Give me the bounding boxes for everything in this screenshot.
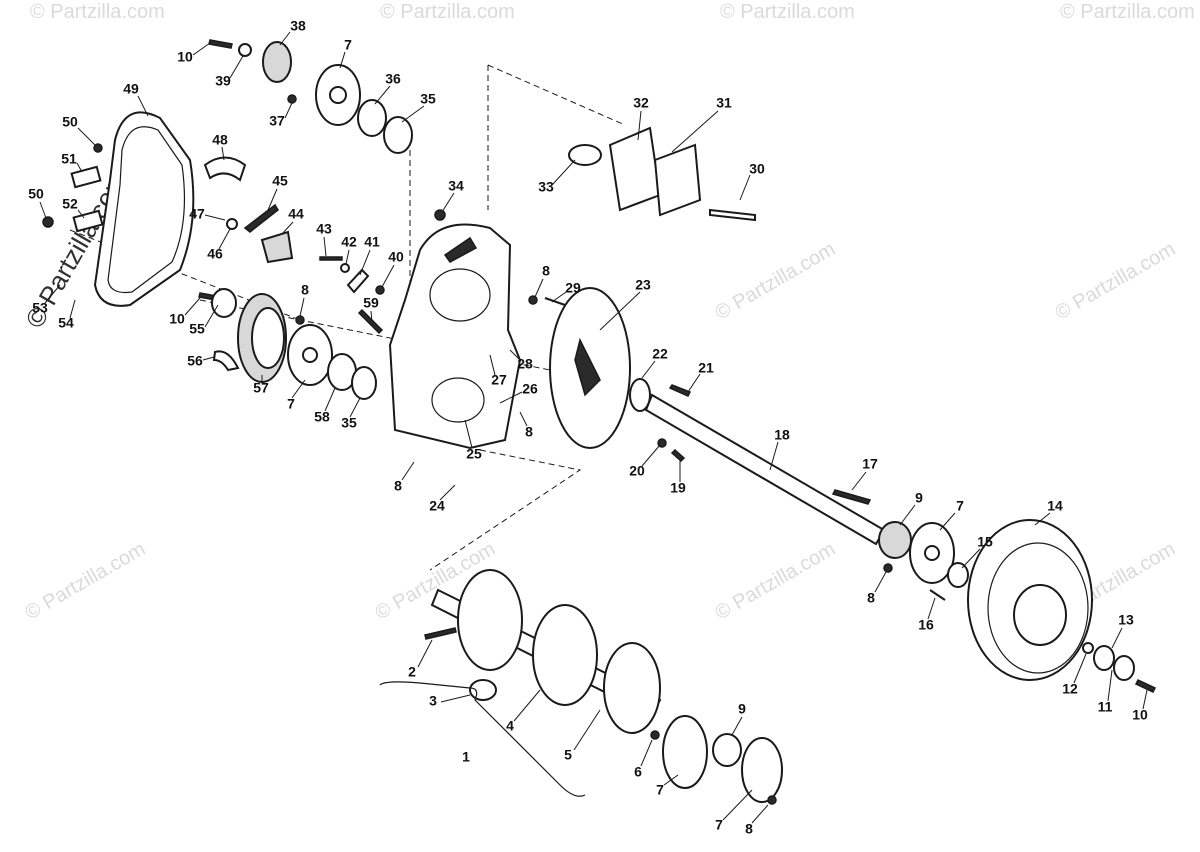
callout-label: 37	[269, 113, 285, 129]
callout-label: 32	[633, 95, 649, 111]
callout-label: 53	[32, 300, 48, 316]
watermark-text: © Partzilla.com	[380, 1, 515, 23]
callout-label: 9	[915, 490, 923, 506]
callout-label: 8	[525, 424, 533, 440]
callout-label: 21	[698, 360, 714, 376]
watermark-text: © Partzilla.com	[1052, 238, 1180, 324]
callout-label: 42	[341, 234, 357, 250]
callout-label: 29	[565, 280, 581, 296]
callout-label: 30	[749, 161, 765, 177]
chaincase-cover	[93, 111, 195, 307]
callout-label: 26	[522, 381, 538, 397]
callout-label: 50	[62, 114, 78, 130]
callout-label: 22	[652, 346, 668, 362]
watermark-text: © Partzilla.com	[1060, 1, 1195, 23]
watermark-text: © Partzilla.com	[30, 1, 165, 23]
callout-label: 41	[364, 234, 380, 250]
callout-label: 17	[862, 456, 878, 472]
chaincase-housing	[388, 209, 522, 450]
callout-label: 7	[715, 817, 723, 833]
callout-label: 5	[564, 747, 572, 763]
callout-label: 2	[408, 664, 416, 680]
callout-label: 8	[394, 478, 402, 494]
callout-label: 56	[187, 353, 203, 369]
upper-sprocket-group	[208, 39, 413, 154]
callout-label: 8	[867, 590, 875, 606]
callout-labels: 10 39 38 7 36 35 37 49 50 48 51 45 50 52…	[28, 18, 1148, 837]
callout-label: 8	[745, 821, 753, 837]
callout-label: 43	[316, 221, 332, 237]
callout-label: 10	[169, 311, 185, 327]
callout-label: 50	[28, 186, 44, 202]
callout-label: 7	[344, 37, 352, 53]
callout-label: 47	[189, 206, 205, 222]
callout-label: 59	[363, 295, 379, 311]
callout-label: 14	[1047, 498, 1063, 514]
callout-label: 40	[388, 249, 404, 265]
lower-sprocket-group	[198, 288, 384, 400]
callout-label: 7	[287, 396, 295, 412]
callout-label: 28	[517, 356, 533, 372]
drive-axle-assembly	[379, 569, 783, 805]
callout-label: 36	[385, 71, 401, 87]
callout-label: 39	[215, 73, 231, 89]
callout-label: 44	[288, 206, 304, 222]
callout-label: 6	[634, 764, 642, 780]
callout-label: 15	[977, 534, 993, 550]
callout-label: 35	[341, 415, 357, 431]
callout-label: 4	[506, 718, 514, 734]
callout-label: 57	[253, 380, 269, 396]
callout-label: 31	[716, 95, 732, 111]
callout-label: 34	[448, 178, 464, 194]
jackshaft	[644, 384, 886, 546]
callout-label: 49	[123, 81, 139, 97]
callout-label: 3	[429, 693, 437, 709]
callout-label: 8	[542, 263, 550, 279]
callout-label: 27	[491, 372, 507, 388]
callout-label: 12	[1062, 681, 1078, 697]
callout-label: 20	[629, 463, 645, 479]
callout-label: 25	[466, 446, 482, 462]
callout-label: 54	[58, 315, 74, 331]
callout-label: 48	[212, 132, 228, 148]
callout-label: 8	[301, 282, 309, 298]
callout-label: 33	[538, 179, 554, 195]
callout-label: 23	[635, 277, 651, 293]
driven-pulley-group	[878, 519, 1157, 693]
callout-label: 18	[774, 427, 790, 443]
callout-label: 19	[670, 480, 686, 496]
watermark-text: © Partzilla.com	[712, 538, 840, 624]
callout-label: 45	[272, 173, 288, 189]
callout-label: 16	[918, 617, 934, 633]
callout-label: 10	[1132, 707, 1148, 723]
callout-label: 9	[738, 701, 746, 717]
watermark-text: © Partzilla.com	[712, 238, 840, 324]
callout-label: 55	[189, 321, 205, 337]
watermark-text: © Partzilla.com	[22, 538, 150, 624]
callout-label: 13	[1118, 612, 1134, 628]
callout-label: 46	[207, 246, 223, 262]
mount-bracket	[568, 126, 756, 222]
callout-label: 58	[314, 409, 330, 425]
callout-label: 11	[1098, 699, 1113, 715]
callout-label: 10	[177, 49, 193, 65]
callout-label: 35	[420, 91, 436, 107]
callout-label: 7	[956, 498, 964, 514]
callout-label: 7	[656, 782, 664, 798]
leader-lines	[39, 31, 1148, 824]
chaincase-small-parts	[42, 143, 385, 295]
callout-label: 38	[290, 18, 306, 34]
callout-label: 52	[62, 196, 78, 212]
callout-label: 1	[462, 749, 470, 765]
callout-label: 51	[61, 151, 77, 167]
callout-label: 24	[429, 498, 445, 514]
watermark-text: © Partzilla.com	[720, 1, 855, 23]
brake-disc	[528, 287, 651, 449]
